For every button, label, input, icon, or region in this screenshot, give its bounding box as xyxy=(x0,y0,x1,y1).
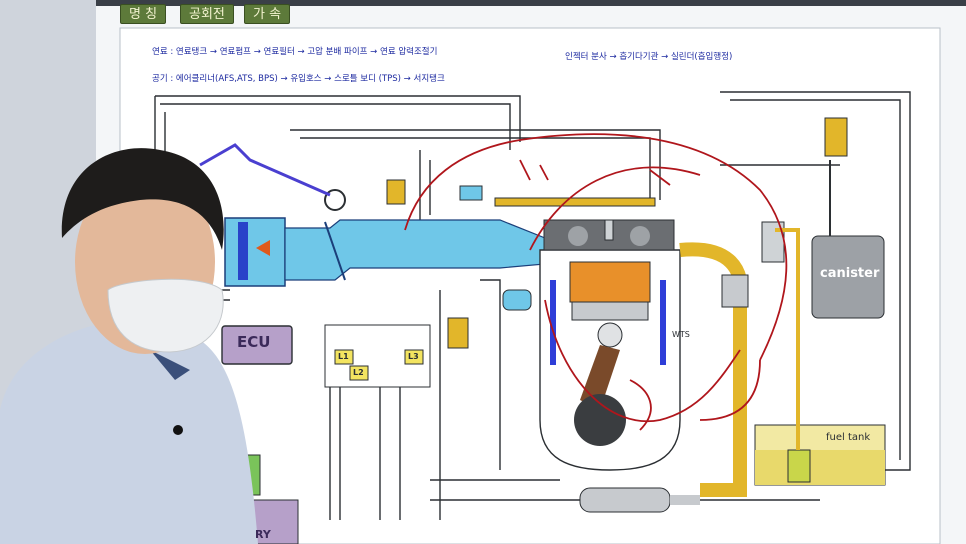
intake-valve xyxy=(568,226,588,246)
wts-label: WTS xyxy=(672,330,690,339)
tab-accel[interactable]: 가 속 xyxy=(244,4,291,24)
injector-block xyxy=(386,179,406,205)
canister-label: canister xyxy=(820,266,880,281)
ecu-box xyxy=(221,325,293,365)
canister-body xyxy=(811,235,885,319)
screen-top-bezel xyxy=(96,0,966,6)
fuel-flow-text: 연료 : 연료탱크 → 연료펌프 → 연료필터 → 고압 분배 파이프 → 연료… xyxy=(152,47,438,57)
fuel-flow-text-cont: 인젝터 분사 → 흡기다기관 → 실린더(흡입행정) xyxy=(565,52,733,62)
piston-pin xyxy=(597,322,623,348)
fuel-rail xyxy=(494,197,656,207)
pressure-regulator xyxy=(459,185,483,201)
afs-sensor xyxy=(238,222,248,280)
air-flow-text: 공기 : 에어클리너(AFS,ATS, BPS) → 유입호스 → 스로틀 보디… xyxy=(152,74,445,84)
relay-l1-label: L1 xyxy=(338,352,349,361)
crankshaft xyxy=(574,394,626,446)
fuel-tank-label: fuel tank xyxy=(826,432,871,443)
relay-l2-box xyxy=(349,365,369,381)
cylinder-wall-right xyxy=(660,280,666,365)
tab-idle[interactable]: 공회전 xyxy=(180,4,234,24)
presenter-collar xyxy=(150,350,190,380)
battery-label: RY xyxy=(255,528,271,541)
pen-annotations xyxy=(404,133,788,431)
relay-l1-box xyxy=(334,349,354,365)
relay-l3-box xyxy=(404,349,424,365)
throttle-pulley xyxy=(324,189,346,211)
idle-valve xyxy=(502,289,532,311)
throttle-plate xyxy=(324,221,346,281)
presenter-mask xyxy=(107,278,224,353)
o2-sensor xyxy=(721,274,749,308)
exhaust-valve xyxy=(630,226,650,246)
air-cleaner xyxy=(224,217,286,287)
presenter xyxy=(0,148,258,544)
air-cleaner-arrow xyxy=(256,240,270,256)
ecu-label: ECU xyxy=(237,333,271,351)
catalytic-converter xyxy=(579,487,671,513)
purge-valve xyxy=(824,117,848,157)
spark-plug xyxy=(604,219,614,241)
lapel-mic xyxy=(173,425,183,435)
relay-l3-label: L3 xyxy=(408,352,419,361)
accelerator-linkage xyxy=(199,143,331,197)
coil-block xyxy=(447,317,469,349)
piston xyxy=(569,261,651,303)
relay-l2-label: L2 xyxy=(353,368,364,377)
fuel-pump xyxy=(787,449,811,483)
cylinder-wall-left xyxy=(550,280,556,365)
fuel-supply-line xyxy=(775,228,800,450)
tab-name[interactable]: 명 칭 xyxy=(120,4,167,24)
presenter-hair xyxy=(61,148,224,250)
presenter-shirt xyxy=(0,322,258,544)
fuel-tank-fuel xyxy=(755,450,885,485)
piston-skirt xyxy=(571,301,649,321)
